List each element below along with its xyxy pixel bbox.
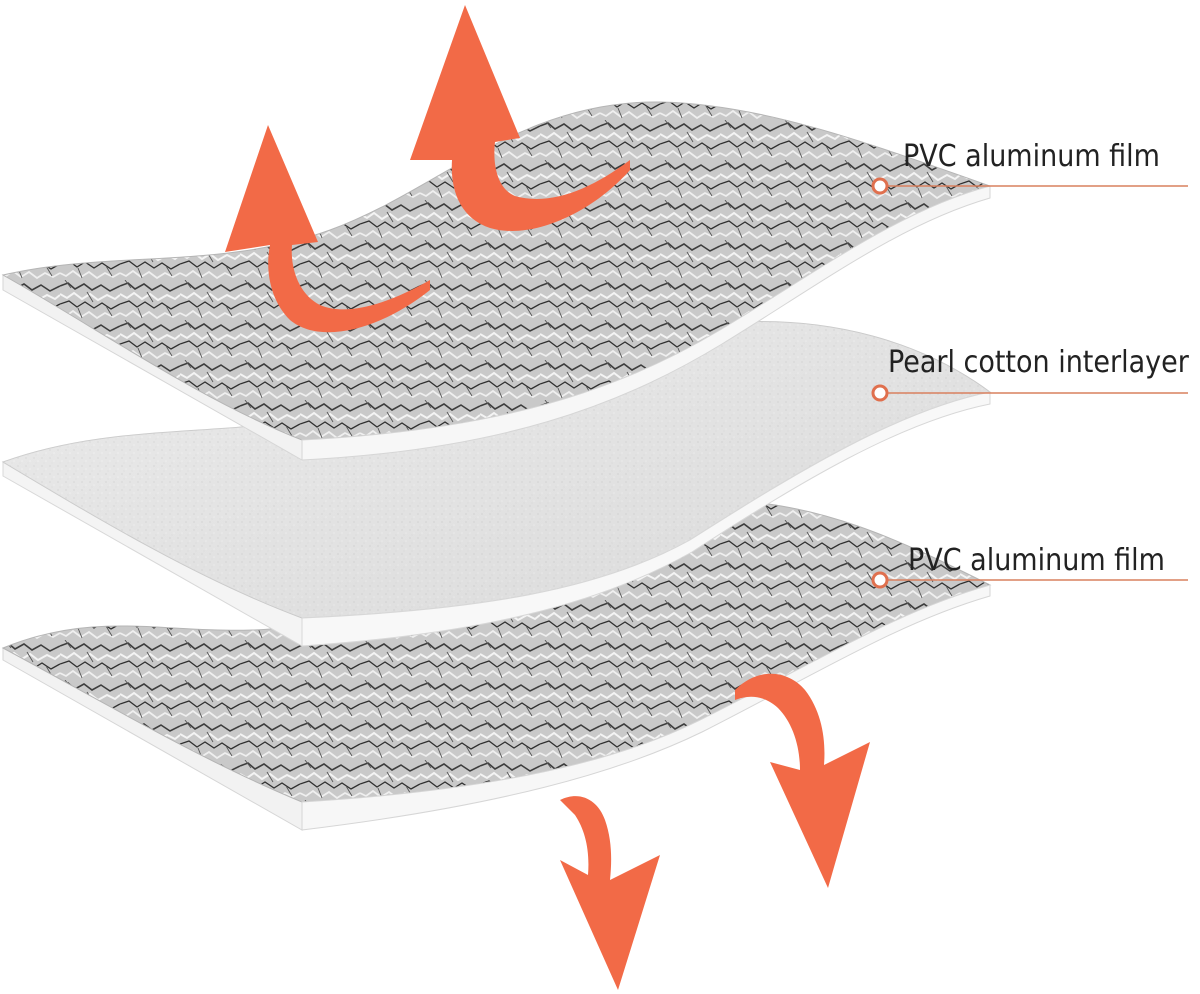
callout-marker: [871, 177, 889, 195]
bottom-aluminum-film-sheet: [1, 499, 992, 831]
top-aluminum-film-sheet: [1, 101, 992, 461]
callout-label: Pearl cotton interlayer: [888, 345, 1190, 380]
curved-up-arrow-left: [225, 125, 430, 333]
foam-sheet-front-edge: [301, 391, 991, 647]
foam-sheet-shade: [3, 321, 990, 618]
curved-up-arrow-right: [410, 5, 630, 231]
curved-down-arrow-right: [735, 673, 870, 888]
heat-arrows-bottom: [560, 673, 870, 990]
callout-label: PVC aluminum film: [908, 543, 1165, 578]
callout-top-film: PVC aluminum film: [871, 139, 1188, 195]
curved-down-arrow-left: [560, 796, 660, 990]
callout-marker: [871, 571, 889, 589]
callout-label: PVC aluminum film: [903, 139, 1160, 174]
callout-bottom-film: PVC aluminum film: [871, 543, 1188, 589]
top-sheet-front-edge: [301, 185, 991, 461]
pearl-cotton-interlayer-sheet: [1, 321, 992, 647]
callout-marker: [871, 384, 889, 402]
heat-arrows-top: [225, 5, 630, 333]
bottom-sheet-front-edge: [301, 584, 991, 831]
callout-interlayer: Pearl cotton interlayer: [871, 345, 1190, 402]
